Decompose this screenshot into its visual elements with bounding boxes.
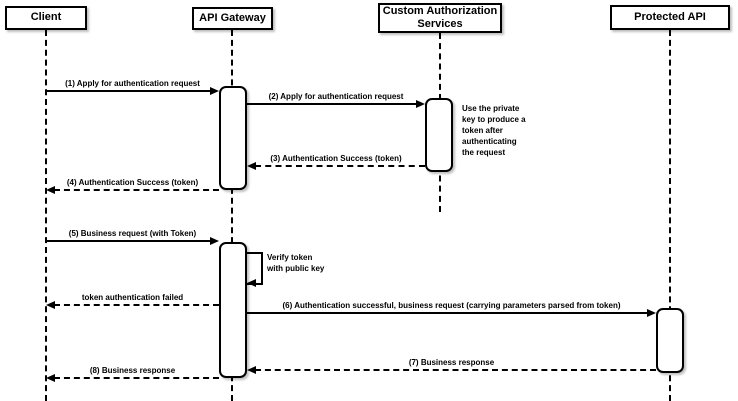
msg-7-arrowhead [247, 366, 256, 374]
msg-7-label: (7) Business response [408, 358, 495, 367]
msg-8-arrowhead [46, 374, 55, 382]
activation-protected-api [656, 308, 684, 373]
msg-2-label: (2) Apply for authentication request [268, 92, 404, 101]
msg-1-arrowhead [210, 87, 219, 95]
msg-2-arrowhead [416, 100, 425, 108]
note-text-line: authenticating [462, 137, 517, 146]
msg-4-line [54, 189, 219, 191]
participant-label: Custom Authorization Services [382, 4, 498, 30]
msg-2-line [247, 103, 417, 105]
msg-6-label: (6) Authentication successful, business … [282, 301, 621, 310]
note-text-line: key to produce a [462, 115, 526, 124]
msg-1-line [46, 90, 211, 92]
msg-6-line [247, 312, 648, 314]
msg-1-label: (1) Apply for authentication request [65, 79, 200, 88]
msg-8-line [54, 377, 219, 379]
lifeline-api-gateway [231, 30, 233, 401]
msg-4-arrowhead [46, 186, 55, 194]
participant-protected-api: Protected API [610, 5, 730, 30]
msg-8-label: (8) Business response [89, 366, 176, 375]
msg-4-label: (4) Authentication Success (token) [66, 178, 199, 187]
msg-7-line [255, 369, 656, 371]
msg-5-line [46, 240, 211, 242]
lifeline-client [45, 30, 47, 401]
msg-6-arrowhead [647, 309, 656, 317]
activation-gateway-business [219, 242, 247, 378]
note-text-line: token after [462, 126, 503, 135]
participant-label: Protected API [634, 10, 706, 23]
self-message-text-line: Verify token [267, 253, 313, 262]
msg-verify-token-arrowhead [247, 279, 256, 287]
participant-api-gateway: API Gateway [192, 7, 273, 30]
activation-custom-auth [425, 98, 453, 172]
note-text-line: the request [462, 148, 506, 157]
note-private-key: Use the private key to produce a token aft… [462, 103, 526, 158]
msg-3-arrowhead [247, 162, 256, 170]
msg-3-line [255, 165, 425, 167]
participant-custom-authorization-services: Custom Authorization Services [378, 3, 502, 33]
msg-5-label: (5) Business request (with Token) [68, 229, 197, 238]
msg-token-failed-arrowhead [46, 301, 55, 309]
msg-5-arrowhead [210, 237, 219, 245]
msg-token-failed-line [54, 304, 219, 306]
msg-token-failed-label: token authentication failed [81, 293, 184, 302]
participant-client: Client [5, 6, 87, 30]
msg-3-label: (3) Authentication Success (token) [270, 154, 402, 163]
lifeline-protected-api [669, 30, 671, 401]
note-text-line: Use the private [462, 104, 520, 113]
participant-label: API Gateway [199, 11, 266, 24]
participant-label: Client [30, 11, 62, 24]
self-message-text-line: with public key [267, 264, 325, 273]
activation-gateway-auth [219, 86, 247, 190]
msg-verify-token-label: Verify token with public key [267, 252, 324, 274]
